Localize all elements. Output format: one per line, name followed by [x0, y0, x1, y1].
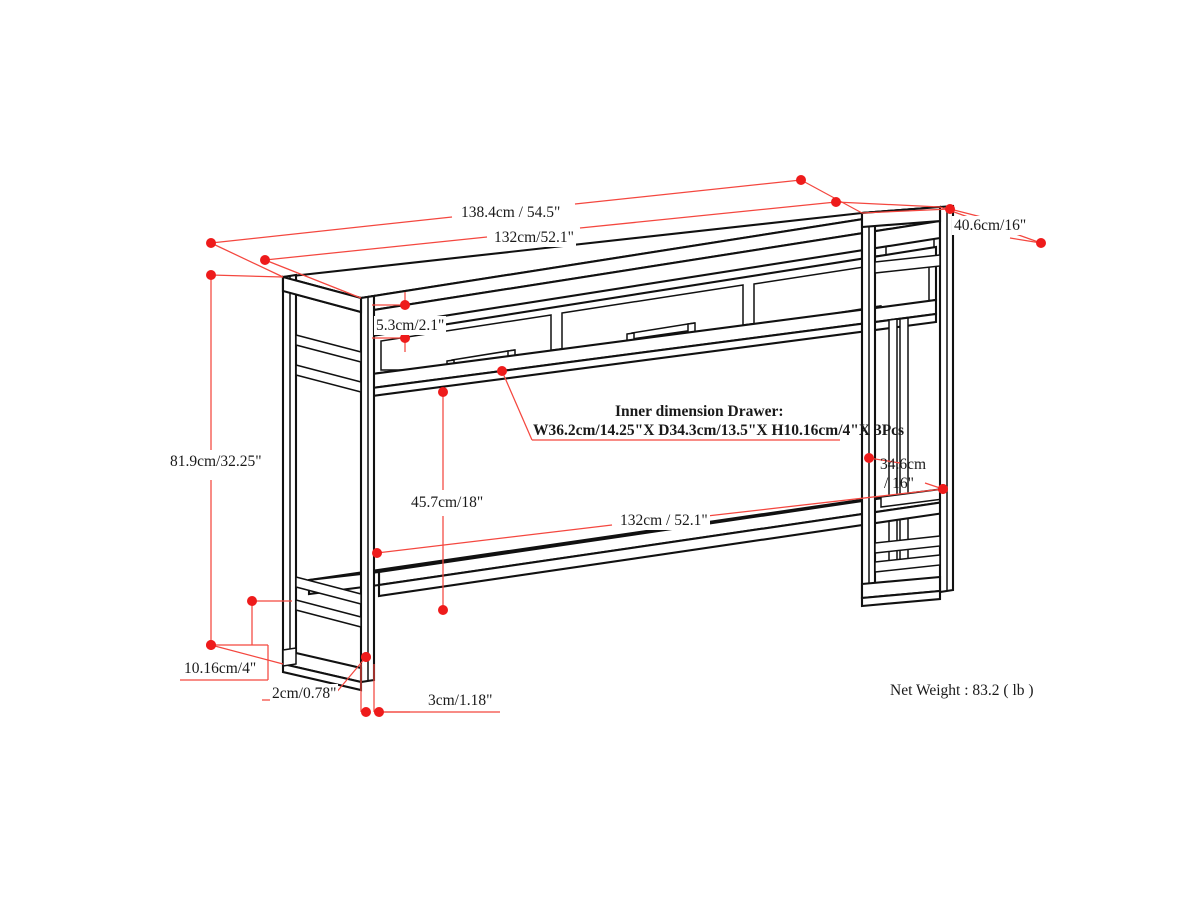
- dim-frame-thickness: [360, 652, 500, 717]
- left-leg-frame: [281, 273, 376, 692]
- dim-shelf-depth: [864, 453, 948, 494]
- lower-shelf: [307, 486, 953, 598]
- dim-overall-width-top: [260, 197, 941, 299]
- dim-overall-width-outer: [206, 175, 863, 278]
- drawer-note-leaders: [497, 366, 840, 441]
- rear-support-posts: [888, 317, 909, 567]
- dim-apron-height: [372, 292, 410, 352]
- right-leg-frame: [860, 204, 955, 608]
- dim-shelf-clearance-height: [438, 387, 448, 615]
- console-table-illustration: [281, 204, 955, 692]
- left-rear-foot: [282, 647, 297, 667]
- dim-overall-height: [206, 270, 284, 665]
- dimension-annotations: [180, 175, 1046, 717]
- dim-leg-height-bottom: [180, 596, 292, 681]
